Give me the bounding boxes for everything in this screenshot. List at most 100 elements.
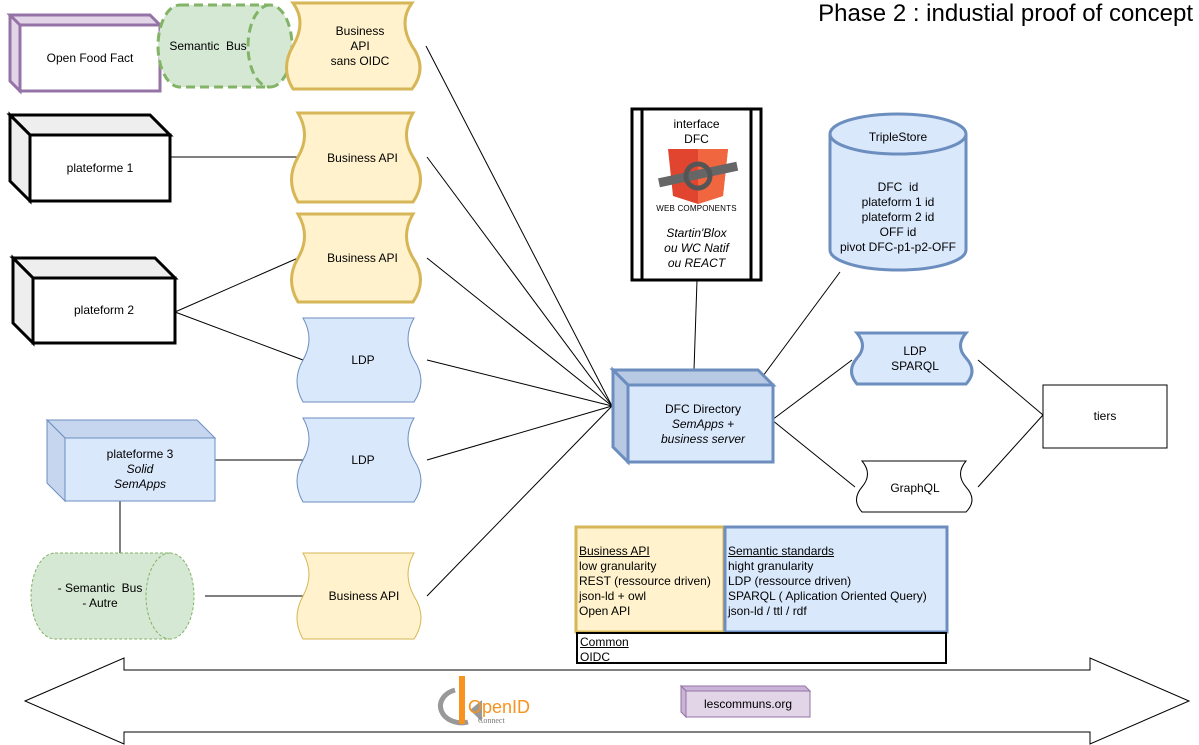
web-components-logo — [658, 149, 739, 204]
semantic-bus-text: Semantic Bus — [169, 38, 247, 53]
legend-common-line: OIDC — [580, 650, 610, 664]
legend-semantic-box — [723, 525, 949, 634]
business-api-1-shape — [285, 1, 422, 91]
business-api-2-shape — [290, 111, 422, 204]
interface-dfc-line1: interface — [673, 117, 720, 131]
business-api-2-text: Business API — [327, 150, 398, 165]
ldp-2-shape — [296, 417, 422, 503]
legend-business-line: json-ld + owl — [579, 589, 647, 603]
open-food-fact-text: Open Food Fact — [46, 50, 134, 65]
connector-api3-dfc — [426, 257, 613, 407]
business-api-3-shape — [290, 212, 422, 304]
plateforme-3-line1: plateforme 3 — [106, 447, 174, 461]
plateforme-1-text: plateforme 1 — [66, 160, 134, 175]
legend-semantic-line: hight granularity — [728, 559, 814, 573]
dfc-directory-box — [609, 366, 777, 466]
connector-triplestore-dfc — [759, 271, 841, 381]
business-api-4-text: Business API — [328, 588, 400, 603]
triplestore-item: plateform 1 id — [861, 194, 935, 209]
triplestore-item: pivot DFC-p1-p2-OFF — [839, 239, 957, 254]
connector-ldp2-dfc — [426, 405, 613, 461]
legend-business-line: low granularity — [579, 559, 657, 573]
graphql-shape — [856, 460, 973, 513]
tiers-text: tiers — [1093, 409, 1117, 423]
business-api-1-label: Business API sans OIDC — [300, 8, 420, 84]
business-api-3-text: Business API — [327, 250, 398, 265]
semantic-bus-autre-line1: - Semantic Bus — [57, 581, 143, 595]
plateform-2-text: plateform 2 — [73, 303, 135, 317]
dfc-directory-line1: DFC Directory — [664, 401, 741, 416]
lescommuns-text: lescommuns.org — [703, 696, 793, 711]
connector-lines — [119, 45, 1044, 597]
legend-common: Common OIDC — [577, 632, 946, 668]
legend-semantic: Semantic standards hight granularity LDP… — [725, 541, 947, 622]
openid-logo — [437, 676, 482, 726]
connector-p2-ldp1 — [174, 311, 304, 361]
interface-option-1: Startin'Blox — [666, 225, 727, 240]
legend-semantic-line: SPARQL ( Aplication Oriented Query) — [728, 589, 927, 603]
page-title: Phase 2 : industial proof of concept — [818, 0, 1193, 27]
business-api-1-line2: API — [350, 38, 370, 53]
triplestore-item: DFC id — [877, 179, 919, 194]
graphql-label: GraphQL — [857, 479, 973, 497]
ldp-1-text: LDP — [351, 352, 375, 367]
interface-dfc-label: interface DFC — [642, 116, 751, 148]
ldp-sparql-line1: LDP — [903, 344, 927, 358]
connector-api2-dfc — [426, 156, 613, 407]
plateform-2-box — [9, 254, 179, 347]
plateform-2-label: plateform 2 — [33, 278, 175, 343]
connector-dfc-graphql — [771, 419, 856, 488]
graphql-text: GraphQL — [890, 480, 940, 495]
semantic-bus-autre-shape — [30, 552, 195, 640]
semantic-bus-autre-label: - Semantic Bus - Autre — [40, 566, 160, 626]
triplestore-items: DFC id plateform 1 id plateform 2 id OFF… — [830, 178, 966, 256]
triplestore-title: TripleStore — [868, 129, 928, 144]
lescommuns-box — [679, 684, 812, 719]
lescommuns-label: lescommuns.org — [686, 691, 810, 717]
interface-option-3: ou REACT — [667, 255, 726, 270]
legend-business-line: REST (ressource driven) — [579, 574, 711, 588]
business-api-2-label: Business API — [300, 140, 425, 176]
openid-text: OpenID — [468, 697, 531, 717]
legend-semantic-heading: Semantic standards — [728, 544, 835, 558]
ldp-2-text: LDP — [351, 452, 375, 467]
legend-semantic-line: LDP (ressource driven) — [728, 574, 852, 588]
legend-business-line: Open API — [579, 604, 631, 618]
connector-ldp1-dfc — [426, 359, 613, 407]
open-food-fact-label: Open Food Fact — [20, 25, 160, 91]
plateforme-3-line2: Solid — [126, 462, 154, 476]
triplestore-item: OFF id — [879, 224, 917, 239]
ldp-1-shape — [296, 317, 422, 403]
business-api-1-line1: Business — [335, 23, 385, 38]
dfc-directory-label: DFC Directory SemApps + business server — [628, 397, 778, 451]
tiers-label: tiers — [1043, 385, 1167, 448]
business-api-1-line3: sans OIDC — [330, 53, 390, 68]
legend-business: Business API low granularity REST (resso… — [576, 541, 724, 622]
legend-common-heading: Common — [580, 635, 629, 649]
ldp-sparql-label: LDP SPARQL — [857, 343, 973, 375]
interface-options-label: Startin'Blox ou WC Natif ou REACT — [642, 224, 751, 272]
triplestore-shape — [828, 112, 968, 272]
interface-option-2: ou WC Natif — [664, 240, 729, 255]
connector-p2-api3 — [174, 257, 299, 313]
connector-ldpsparql-tiers — [977, 359, 1044, 416]
semantic-bus-autre-line2: - Autre — [82, 596, 118, 610]
plateforme-3-line3: SemApps — [113, 477, 167, 491]
legend-semantic-line: json-ld / ttl / rdf — [728, 604, 807, 618]
business-api-3-label: Business API — [300, 240, 425, 276]
connector-graphql-tiers — [977, 414, 1044, 488]
connector-dfc-ldpsparql — [771, 359, 853, 421]
legend-common-box — [576, 632, 947, 664]
double-arrow-shape — [23, 657, 1191, 745]
openid-sub-text: Connect — [478, 716, 505, 725]
connector-api1-dfc — [425, 45, 613, 407]
ldp-sparql-shape — [850, 331, 974, 386]
plateforme-3-box — [45, 418, 217, 503]
semantic-bus-shape — [156, 3, 294, 89]
ldp-sparql-line2: SPARQL — [891, 359, 939, 373]
semantic-bus-label: Semantic Bus — [160, 30, 256, 62]
plateforme-1-label: plateforme 1 — [30, 135, 170, 201]
dfc-directory-line3: business server — [660, 431, 746, 446]
connector-interface-dfc — [693, 279, 698, 371]
